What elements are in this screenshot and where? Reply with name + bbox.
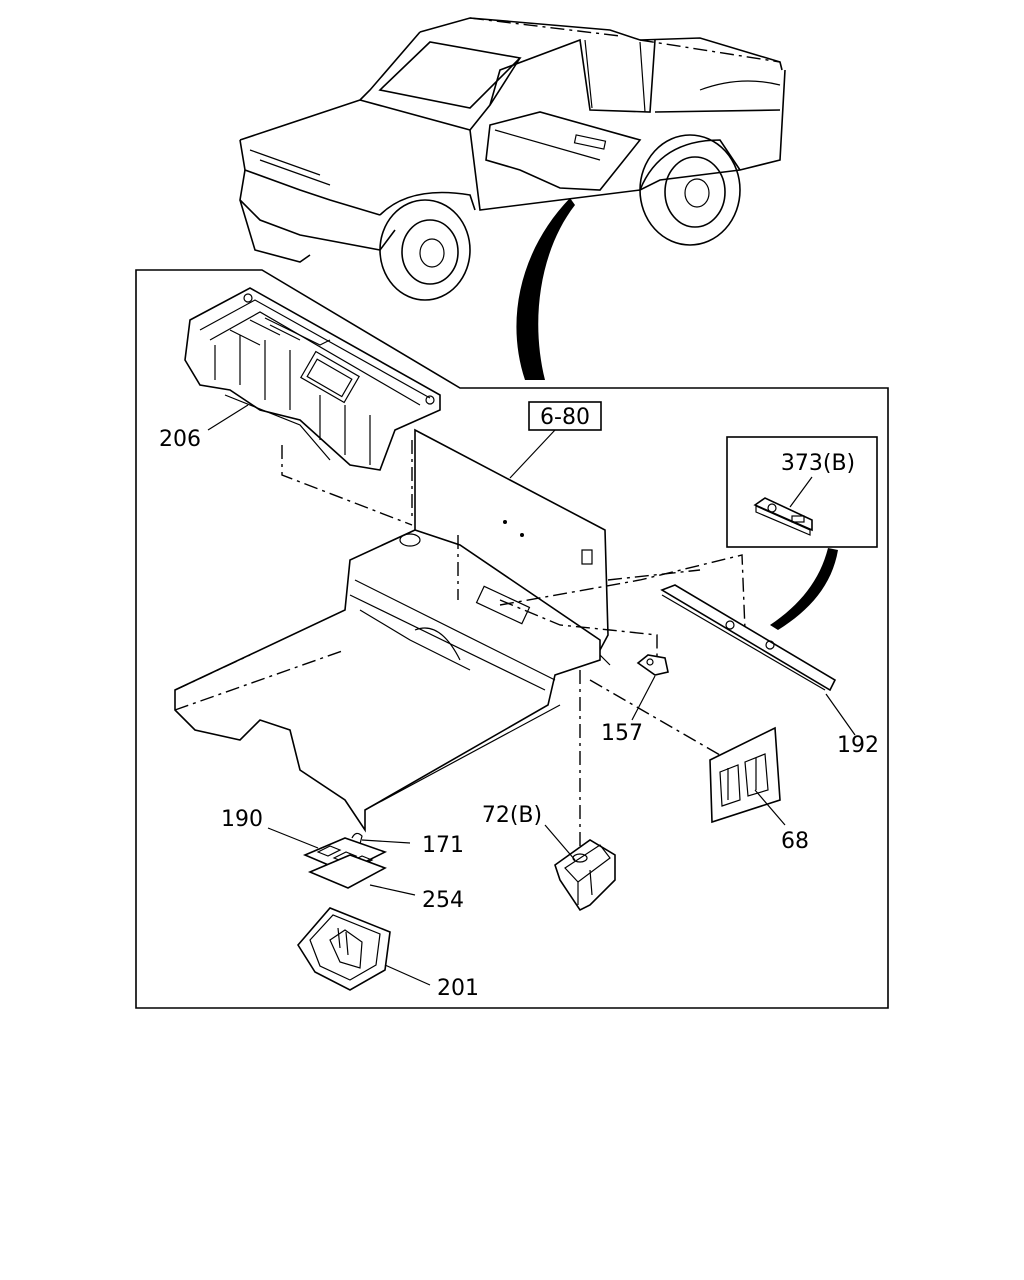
callout-157: 157 <box>601 721 643 746</box>
callout-373b: 373(B) <box>781 451 855 476</box>
part-157-clip: 157 <box>601 654 669 746</box>
part-201-storage-box: 201 <box>297 907 479 1001</box>
part-192-rail: 192 <box>660 584 879 758</box>
callout-72b: 72(B) <box>482 803 542 828</box>
part-68-plate: 68 <box>709 726 809 854</box>
callout-192: 192 <box>837 733 879 758</box>
part-206-floor-insulator <box>184 287 441 471</box>
floor-panel <box>174 428 746 860</box>
truck-illustration <box>239 17 786 380</box>
diagram-frame <box>135 269 889 1009</box>
part-171-fastener: 171 <box>351 832 464 858</box>
callout-68: 68 <box>781 829 809 854</box>
reference-box-6-80: 6-80 <box>509 401 602 479</box>
detail-box-373b: 373(B) <box>726 436 878 630</box>
callout-206: 206 <box>159 427 201 452</box>
callout-171: 171 <box>422 833 464 858</box>
reference-label: 6-80 <box>540 405 590 430</box>
part-72b-bracket: 72(B) <box>482 803 616 912</box>
callout-201: 201 <box>437 976 479 1001</box>
callout-254: 254 <box>422 888 464 913</box>
part-190-lid: 190 <box>221 807 388 889</box>
part-254-seal: 254 <box>369 884 464 913</box>
callout-190: 190 <box>221 807 263 832</box>
